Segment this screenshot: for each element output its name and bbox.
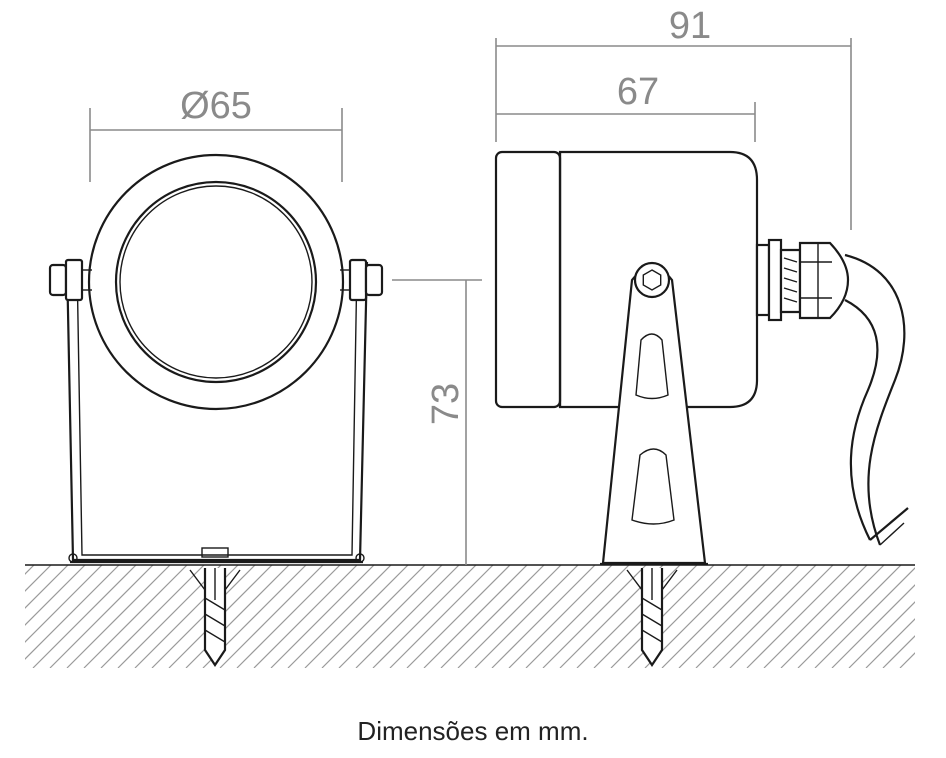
- hatch-line: [32, 565, 137, 668]
- bracket-slot-lower: [631, 448, 675, 525]
- hatch-line: [865, 618, 915, 668]
- front-bracket: [65, 261, 369, 564]
- hatch-line: [304, 565, 409, 668]
- hatch-line: [695, 565, 800, 668]
- hatch-line: [25, 565, 86, 626]
- hatch-line: [25, 565, 52, 592]
- bracket-clip: [201, 547, 229, 558]
- hatch-line: [25, 565, 103, 643]
- cable-gland: [755, 238, 850, 322]
- hatch-line: [321, 565, 426, 668]
- hatch-line: [542, 565, 647, 668]
- body-length-dimension: 67: [496, 71, 756, 142]
- front-view: Ø65: [48, 85, 384, 667]
- hatch-line: [678, 565, 783, 668]
- hatch-line: [270, 565, 375, 668]
- dimensions-caption: Dimensões em mm.: [357, 716, 589, 746]
- front-bezel: [494, 150, 562, 409]
- diameter-dimension: Ø65: [89, 85, 343, 182]
- hatch-line: [83, 565, 188, 668]
- height-dimension: 73: [392, 279, 482, 565]
- hatch-line: [0, 565, 17, 668]
- diameter-label: Ø65: [180, 85, 252, 127]
- hatch-line: [287, 565, 392, 668]
- ground-hatch: [0, 565, 946, 668]
- hatch-line: [797, 565, 902, 668]
- hatch-line: [219, 565, 324, 668]
- hatch-line: [899, 652, 915, 668]
- cable: [844, 253, 909, 546]
- height-label: 73: [425, 383, 467, 425]
- hatch-line: [440, 565, 545, 668]
- hex-socket-icon: [642, 269, 662, 291]
- front-lamp-head: [87, 153, 345, 411]
- hatch-line: [763, 565, 868, 668]
- hatch-line: [729, 565, 834, 668]
- hatch-line: [423, 565, 528, 668]
- hatch-line: [117, 565, 222, 668]
- hatch-line: [882, 635, 915, 668]
- side-view: 91 67: [494, 5, 909, 667]
- hatch-line: [508, 565, 613, 668]
- hatch-line: [236, 565, 341, 668]
- hatch-line: [355, 565, 460, 668]
- front-anchor: [189, 568, 241, 667]
- hatch-line: [25, 565, 35, 575]
- hatch-line: [25, 565, 69, 609]
- hatch-line: [49, 565, 154, 668]
- hatch-line: [576, 565, 681, 668]
- hatch-line: [746, 565, 851, 668]
- hatch-line: [712, 565, 817, 668]
- hatch-line: [474, 565, 579, 668]
- side-bracket: [600, 261, 708, 566]
- hatch-line: [100, 565, 205, 668]
- right-bolt: [340, 258, 384, 302]
- hatch-line: [814, 567, 915, 668]
- ground-section: [0, 564, 946, 668]
- overall-length-dimension: 91: [495, 5, 852, 230]
- hatch-line: [151, 565, 256, 668]
- hatch-line: [917, 565, 946, 668]
- hatch-line: [848, 601, 915, 668]
- hatch-line: [525, 565, 630, 668]
- bracket-slot-upper: [635, 333, 669, 400]
- overall-length-label: 91: [669, 5, 711, 47]
- hatch-line: [831, 584, 915, 668]
- hatch-line: [185, 565, 290, 668]
- hatch-line: [661, 565, 766, 668]
- hatch-line: [338, 565, 443, 668]
- hatch-line: [934, 565, 946, 668]
- left-bolt: [48, 258, 92, 302]
- side-anchor: [626, 568, 678, 667]
- hatch-line: [491, 565, 596, 668]
- hatch-line: [66, 565, 171, 668]
- hatch-line: [253, 565, 358, 668]
- hatch-line: [25, 565, 120, 660]
- hatch-line: [457, 565, 562, 668]
- body-length-label: 67: [617, 71, 659, 113]
- hatch-line: [780, 565, 885, 668]
- hatch-line: [406, 565, 511, 668]
- hex-socket-bolt: [633, 261, 671, 299]
- hatch-line: [372, 565, 477, 668]
- hatch-line: [389, 565, 494, 668]
